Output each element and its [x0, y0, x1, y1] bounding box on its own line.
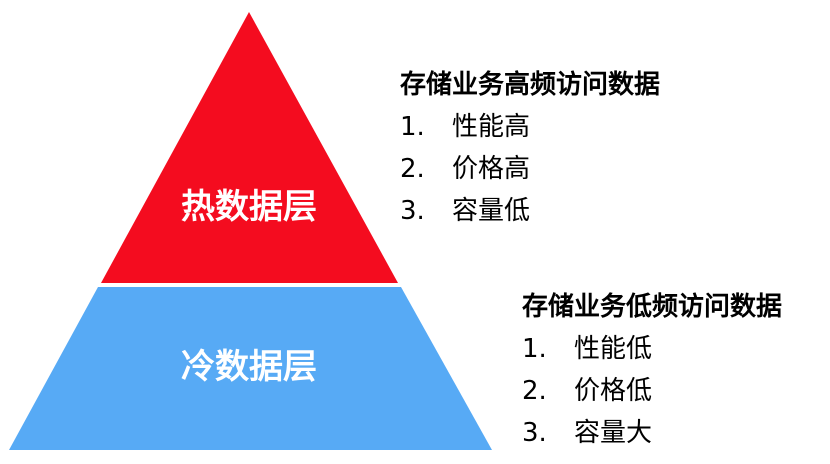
list-item: 1. 性能高	[400, 106, 660, 148]
list-item-text: 容量大	[574, 418, 653, 448]
cold-tier-title: 存储业务低频访问数据	[522, 292, 783, 322]
hot-tier-description: 存储业务高频访问数据 1. 性能高 2. 价格高 3. 容量低	[400, 64, 660, 232]
cold-tier-trapezoid	[9, 287, 492, 450]
hot-tier-triangle	[101, 12, 398, 283]
list-item-number: 1.	[400, 112, 425, 142]
list-item: 1. 性能低	[522, 328, 782, 370]
list-item-text: 价格高	[452, 154, 531, 184]
list-item-text: 容量低	[452, 196, 531, 226]
list-item-number: 1.	[522, 334, 547, 364]
list-item-text: 性能低	[574, 334, 653, 364]
cold-tier-list: 1. 性能低 2. 价格低 3. 容量大	[522, 328, 782, 454]
list-item-text: 性能高	[452, 112, 531, 142]
hot-tier-label: 热数据层	[181, 187, 317, 227]
list-item: 2. 价格低	[522, 370, 782, 412]
list-item-number: 2.	[400, 154, 425, 184]
cold-tier-label: 冷数据层	[181, 347, 317, 387]
list-item-number: 3.	[400, 196, 425, 226]
list-item-number: 2.	[522, 376, 547, 406]
list-item: 3. 容量低	[400, 190, 660, 232]
list-item-number: 3.	[522, 418, 547, 448]
hot-tier-title: 存储业务高频访问数据	[400, 70, 661, 100]
cold-tier-description: 存储业务低频访问数据 1. 性能低 2. 价格低 3. 容量大	[522, 286, 782, 454]
hot-tier-list: 1. 性能高 2. 价格高 3. 容量低	[400, 106, 660, 232]
list-item-text: 价格低	[574, 376, 653, 406]
list-item: 2. 价格高	[400, 148, 660, 190]
list-item: 3. 容量大	[522, 412, 782, 454]
